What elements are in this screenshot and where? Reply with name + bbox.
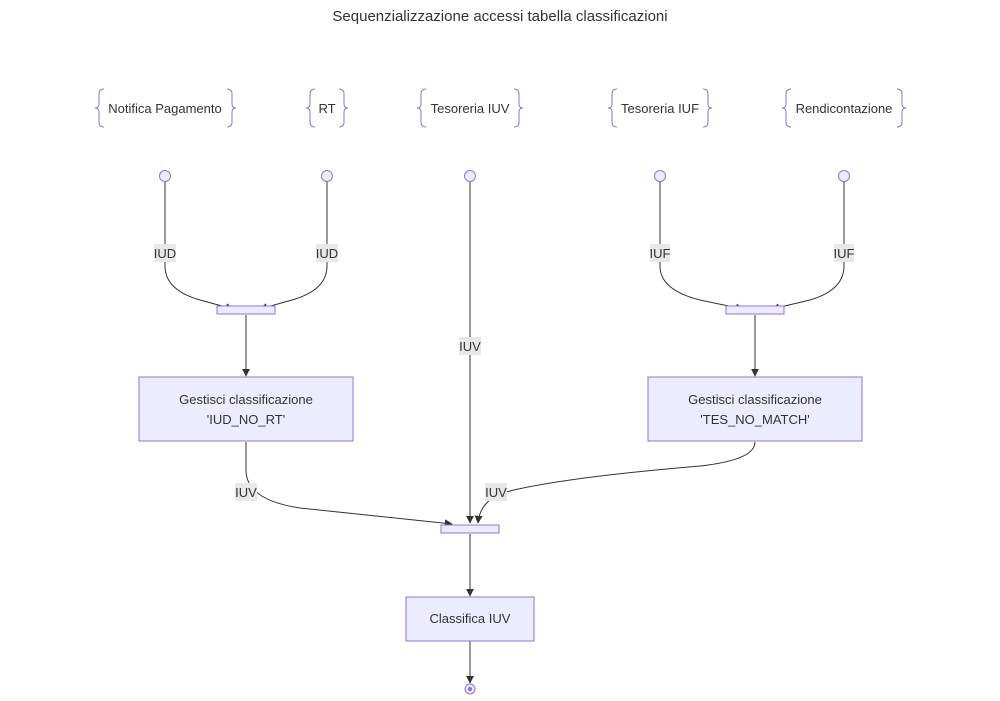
edge-label-tesoreria-iuf: IUF <box>650 244 671 262</box>
edge-label-notifica: IUD <box>154 244 176 262</box>
swimlane-label: Rendicontazione <box>796 101 893 116</box>
join-bar-iuf <box>725 305 785 315</box>
svg-text:IUV: IUV <box>459 339 481 354</box>
swimlane-tesoreria-iuv: Tesoreria IUV <box>416 88 524 128</box>
svg-text:IUD: IUD <box>316 246 338 261</box>
join-bar-iuv <box>440 524 500 534</box>
start-state-rt <box>321 170 333 182</box>
start-state-tesoreria-iuf <box>654 170 666 182</box>
swimlane-label: Notifica Pagamento <box>108 101 221 116</box>
edge-rendicontazione-to-join <box>771 182 845 312</box>
swimlane-tesoreria-iuf: Tesoreria IUF <box>607 88 713 128</box>
svg-text:IUF: IUF <box>650 246 671 261</box>
state-label-line2: 'TES_NO_MATCH' <box>700 412 809 427</box>
edge-rt-to-join <box>259 182 328 311</box>
svg-text:IUD: IUD <box>154 246 176 261</box>
edge-notifica-to-join <box>164 182 234 311</box>
state-label-line2: 'IUD_NO_RT' <box>207 412 285 427</box>
swimlane-label: Tesoreria IUF <box>621 101 699 116</box>
state-gestisci-iud-no-rt: Gestisci classificazione 'IUD_NO_RT' <box>138 376 354 442</box>
state-label-line1: Gestisci classificazione <box>688 392 822 407</box>
state-classifica-iuv: Classifica IUV <box>405 596 535 642</box>
edge-label-tesoreria-iuv: IUV <box>459 337 481 355</box>
start-state-notifica <box>159 170 171 182</box>
diagram-title: Sequenzializzazione accessi tabella clas… <box>332 8 667 25</box>
state-label: Classifica IUV <box>430 611 511 626</box>
swimlane-rt: RT <box>305 88 349 128</box>
edge-label-iud-no-rt: IUV <box>235 483 257 501</box>
svg-text:IUV: IUV <box>485 485 507 500</box>
svg-text:IUF: IUF <box>834 246 855 261</box>
edge-gestisci-iud-to-final-join <box>245 442 453 528</box>
end-state <box>464 683 476 695</box>
join-bar-iud <box>216 305 276 315</box>
swimlane-notifica-pagamento: Notifica Pagamento <box>94 88 237 128</box>
edge-label-rt: IUD <box>316 244 338 262</box>
edge-label-rendicontazione: IUF <box>834 244 855 262</box>
edge-label-tes-no-match: IUV <box>485 483 507 501</box>
start-state-rendicontazione <box>838 170 850 182</box>
swimlane-label: Tesoreria IUV <box>431 101 510 116</box>
swimlane-label: RT <box>318 101 335 116</box>
state-label-line1: Gestisci classificazione <box>179 392 313 407</box>
state-gestisci-tes-no-match: Gestisci classificazione 'TES_NO_MATCH' <box>647 376 863 442</box>
start-state-tesoreria-iuv <box>464 170 476 182</box>
edge-gestisci-tes-to-final-join <box>474 441 756 524</box>
edge-tesoreria-iuf-to-join <box>659 182 744 312</box>
svg-text:IUV: IUV <box>235 485 257 500</box>
swimlane-rendicontazione: Rendicontazione <box>781 88 907 128</box>
